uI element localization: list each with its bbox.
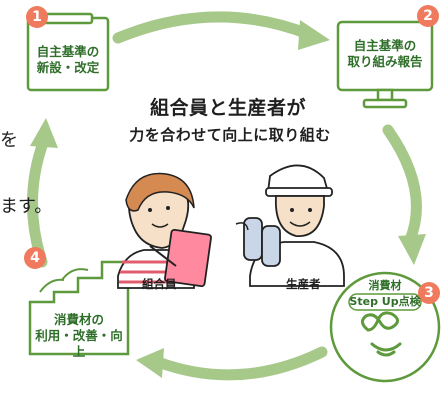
step-3-line2: Step Up点検: [349, 295, 421, 308]
left-text-line2: ます。: [0, 196, 53, 217]
step-3-line1: 消費材: [368, 279, 402, 292]
step-1-line2: 新設・改定: [36, 60, 100, 75]
step-1-badge: 1: [26, 6, 48, 28]
step-2-line2: 取り組み報告: [347, 54, 423, 69]
step-4-line2: 利用・改善・向上: [35, 328, 123, 359]
step-4-line1: 消費材の: [53, 312, 104, 327]
producer-label: 生産者: [286, 277, 321, 291]
step-2-badge: 2: [417, 5, 439, 27]
step-2-line1: 自主基準の: [353, 38, 417, 53]
step-1-line1: 自主基準の: [36, 44, 100, 59]
member-label: 組合員: [142, 277, 177, 291]
step-1-label: 自主基準の 新設・改定: [30, 44, 106, 76]
left-text-line1: を: [0, 130, 18, 151]
title-line2: 力を合わせて向上に取り組む: [129, 126, 331, 144]
step-2-label: 自主基準の 取り組み報告: [340, 38, 430, 70]
step-4-label: 消費材の 利用・改善・向上: [30, 312, 128, 360]
step-4-badge: 4: [24, 247, 46, 269]
step-3-badge: 3: [418, 282, 440, 304]
title-line1: 組合員と生産者が: [149, 97, 306, 119]
